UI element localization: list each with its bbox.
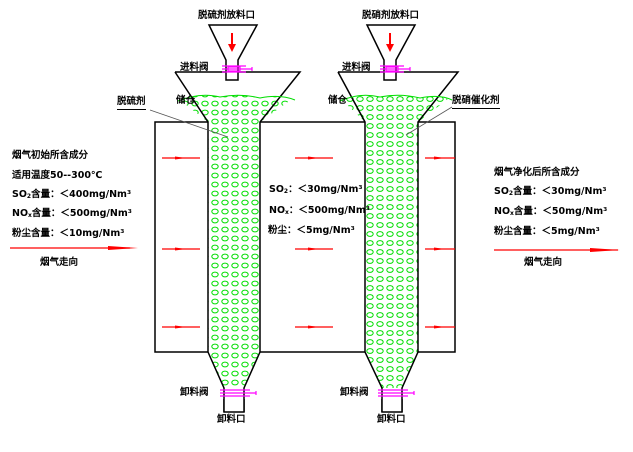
outlet-flow-arrow [494,248,620,252]
flow-arrow [295,325,333,329]
right-discharge-valve[interactable] [378,389,415,397]
housing-right-chamber [418,121,456,353]
middle-gas-so2: SO2：＜30mg/Nm³ [269,184,363,195]
middle-gas-nox: NOx：＜500mg/Nm³ [269,205,370,216]
outlet-gas-dust: 粉尘含量：＜5mg/Nm³ [494,226,600,237]
flow-arrow [162,156,200,160]
denitration-inlet-label: 脱硝剂放料口 [362,10,420,21]
flow-arrow [162,247,200,251]
left-outlet-label: 卸料口 [217,414,246,425]
flow-arrow [425,325,455,329]
catalyst-leader-line [405,106,453,136]
inlet-gas-temperature: 适用温度50--300℃ [12,170,103,181]
denitration-catalyst-label: 脱硝催化剂 [452,95,500,109]
outlet-flow-label: 烟气走向 [524,257,563,268]
right-storage-label: 储仓 [328,95,348,106]
left-column-fill [180,95,292,389]
right-feed-arrow-head [386,44,394,52]
denitration-column [337,24,460,413]
outlet-gas-heading: 烟气净化后所含成分 [494,167,580,178]
left-column-fill-top [177,94,296,102]
inlet-gas-nox: NOx含量：＜500mg/Nm³ [12,208,132,219]
flow-arrow [295,247,333,251]
inlet-gas-dust: 粉尘含量：＜10mg/Nm³ [12,228,125,239]
housing-left-chamber [154,121,208,353]
right-discharge-pipe [381,399,403,413]
left-feed-valve-label: 进料阀 [180,62,209,73]
flow-arrow [425,247,455,251]
desulfurizer-inlet-label: 脱硫剂放料口 [198,10,256,21]
left-discharge-valve[interactable] [220,389,257,397]
flow-arrow [162,325,200,329]
right-outlet-label: 卸料口 [377,414,406,425]
reactor-housing [154,121,456,353]
inlet-flow-label: 烟气走向 [40,257,79,268]
left-discharge-pipe [223,399,245,413]
desulfurization-column [174,24,302,413]
right-discharge-valve-label: 卸料阀 [340,387,369,398]
right-column-fill-top [339,94,453,102]
left-discharge-valve-label: 卸料阀 [180,387,209,398]
middle-gas-dust: 粉尘：＜5mg/Nm³ [268,225,355,236]
left-feed-funnel [207,24,259,81]
flow-arrow [295,156,333,160]
right-column-fill [342,95,448,389]
right-feed-valve-label: 进料阀 [342,62,371,73]
flow-arrow [425,156,455,160]
desulfurizer-label: 脱硫剂 [117,96,146,110]
left-feed-valve[interactable] [222,65,253,73]
right-feed-funnel [365,24,417,81]
left-feed-arrow-head [228,44,236,52]
outlet-gas-so2: SO2含量：＜30mg/Nm³ [494,186,607,197]
inlet-flow-arrow [10,246,138,250]
right-feed-valve[interactable] [380,65,411,73]
gas-flow-arrows [162,156,455,329]
outlet-gas-nox: NOx含量：＜50mg/Nm³ [494,206,608,217]
inlet-gas-so2: SO2含量：＜400mg/Nm³ [12,189,132,200]
desulfurizer-leader-line [149,109,229,138]
inlet-gas-heading: 烟气初始所含成分 [12,150,89,161]
left-storage-label: 储仓 [176,95,196,106]
